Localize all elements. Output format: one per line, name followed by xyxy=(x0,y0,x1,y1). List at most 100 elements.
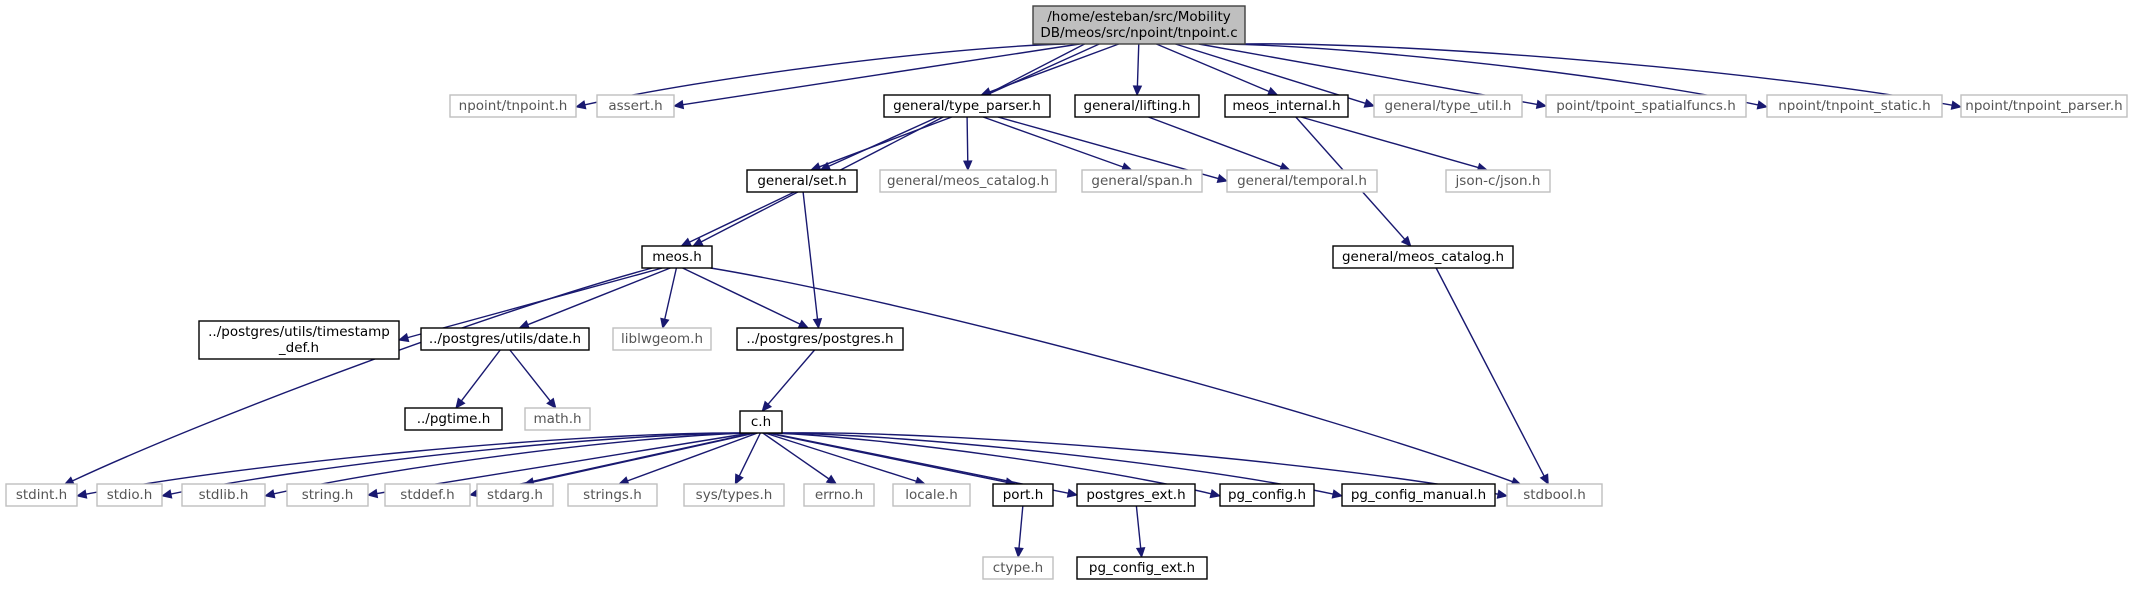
node-label: ../postgres/postgres.h xyxy=(746,331,893,347)
edge-line xyxy=(527,267,671,326)
node-box xyxy=(1960,94,2128,118)
node-box xyxy=(286,483,369,507)
arrowhead-icon xyxy=(1363,98,1376,108)
arrowhead-icon xyxy=(672,99,685,110)
node-label: c.h xyxy=(751,414,771,430)
arrowhead-icon xyxy=(366,488,379,499)
node-meos-h[interactable]: meos.h xyxy=(641,245,713,269)
node-meos-catalog-h-doc[interactable]: general/meos_catalog.h xyxy=(1332,245,1514,269)
node-label: /home/esteban/src/Mobility xyxy=(1047,9,1231,25)
node-label: assert.h xyxy=(608,98,662,114)
node-pg-config-h[interactable]: pg_config.h xyxy=(1219,483,1315,507)
node-label: general/temporal.h xyxy=(1237,173,1367,189)
node-stdlib-h: stdlib.h xyxy=(181,483,266,507)
node-pg-config-manual-h[interactable]: pg_config_manual.h xyxy=(1341,483,1496,507)
node-span-h: general/span.h xyxy=(1081,169,1203,193)
node-label: general/type_util.h xyxy=(1385,98,1512,114)
node-box xyxy=(5,483,78,507)
edge-set_h-to-meos_h xyxy=(680,191,795,247)
node-label: math.h xyxy=(533,411,581,427)
node-box xyxy=(1341,483,1496,507)
edge-line xyxy=(819,116,953,168)
edge-meos_h-to-postgres_h xyxy=(682,267,810,329)
arrowhead-icon xyxy=(1209,489,1222,499)
edge-line xyxy=(682,43,1080,106)
edge-root-to-assert_h xyxy=(672,43,1080,110)
node-box xyxy=(449,94,577,118)
node-port-h[interactable]: port.h xyxy=(992,483,1054,507)
node-root[interactable]: /home/esteban/src/MobilityDB/meos/src/np… xyxy=(1032,5,1246,45)
arrowhead-icon xyxy=(825,474,838,485)
node-box xyxy=(1332,245,1514,269)
node-label: stddef.h xyxy=(400,487,454,503)
node-pg-config-ext-h[interactable]: pg_config_ext.h xyxy=(1076,556,1208,580)
edge-c_h-to-stdarg_h xyxy=(523,432,756,487)
edge-line xyxy=(700,43,1085,243)
edge-line xyxy=(170,432,747,495)
node-type-util-h: general/type_util.h xyxy=(1373,94,1523,118)
arrowhead-icon xyxy=(574,100,587,110)
node-type-parser-h[interactable]: general/type_parser.h xyxy=(883,94,1051,118)
edge-line xyxy=(682,267,801,325)
edge-date_h-to-pgtime_h xyxy=(455,349,501,409)
node-label: meos_internal.h xyxy=(1232,98,1340,114)
arrowhead-icon xyxy=(1535,99,1548,110)
node-c-h[interactable]: c.h xyxy=(739,410,783,434)
node-postgres-ext-h[interactable]: postgres_ext.h xyxy=(1076,483,1196,507)
arrowhead-icon xyxy=(1756,100,1769,110)
node-meos-internal-h[interactable]: meos_internal.h xyxy=(1224,94,1349,118)
edge-c_h-to-pg_config_manual_h xyxy=(776,432,1344,499)
node-box xyxy=(1081,169,1203,193)
dependency-edges xyxy=(63,43,1963,559)
edge-postgres_ext_h-to-pg_config_ext_h xyxy=(1135,505,1146,559)
edge-meos_h-to-date_h xyxy=(518,267,671,329)
node-postgres-h[interactable]: ../postgres/postgres.h xyxy=(736,327,904,351)
edge-line xyxy=(779,432,1499,495)
arrowhead-icon xyxy=(660,317,670,330)
edge-meos_h-to-stdbool_h xyxy=(710,267,1523,486)
node-label: stdarg.h xyxy=(487,487,543,503)
edge-lifting_h-to-temporal_h xyxy=(1148,116,1291,172)
edge-line xyxy=(710,267,1513,483)
edge-line xyxy=(72,267,653,482)
node-box xyxy=(1224,94,1349,118)
node-label: point/tpoint_spatialfuncs.h xyxy=(1556,98,1736,114)
edge-line xyxy=(1435,267,1545,477)
node-sys-types-h: sys/types.h xyxy=(683,483,785,507)
edge-type_parser_h-to-meos_catalog_h_ext xyxy=(962,116,973,172)
node-label: npoint/tnpoint_static.h xyxy=(1778,98,1930,114)
node-temporal-h: general/temporal.h xyxy=(1226,169,1378,193)
edge-meos_catalog_h_doc-to-stdbool_h xyxy=(1435,267,1549,486)
edge-line xyxy=(407,267,663,339)
node-npoint-tnpoint-h: npoint/tnpoint.h xyxy=(449,94,577,118)
node-box xyxy=(803,483,875,507)
node-box xyxy=(892,483,971,507)
node-lifting-h[interactable]: general/lifting.h xyxy=(1074,94,1200,118)
edge-root-to-tnpoint_parser_h xyxy=(1240,43,1963,110)
node-label: ../postgres/utils/timestamp xyxy=(208,324,390,340)
arrowhead-icon xyxy=(546,397,557,409)
edge-line xyxy=(966,116,969,162)
node-date-h[interactable]: ../postgres/utils/date.h xyxy=(420,327,590,351)
node-label: general/span.h xyxy=(1091,173,1192,189)
edge-line xyxy=(982,116,1124,168)
node-stdarg-h: stdarg.h xyxy=(476,483,554,507)
node-errno-h: errno.h xyxy=(803,483,875,507)
node-pgtime-h[interactable]: ../pgtime.h xyxy=(404,407,503,431)
node-box xyxy=(992,483,1054,507)
node-label: general/lifting.h xyxy=(1084,98,1191,114)
node-box xyxy=(181,483,266,507)
node-liblwgeom-h: liblwgeom.h xyxy=(612,327,712,351)
arrowhead-icon xyxy=(761,400,773,412)
node-label: pg_config_manual.h xyxy=(1351,487,1486,503)
edge-line xyxy=(1148,116,1282,168)
node-timestamp-def-h[interactable]: ../postgres/utils/timestamp_def.h xyxy=(198,320,400,360)
node-tnpoint-parser-h: npoint/tnpoint_parser.h xyxy=(1960,94,2128,118)
node-set-h[interactable]: general/set.h xyxy=(746,169,858,193)
node-box xyxy=(982,556,1054,580)
arrowhead-icon xyxy=(734,473,744,486)
arrowhead-icon xyxy=(455,397,466,409)
arrowhead-icon xyxy=(1135,547,1146,559)
node-tpoint-spatialfuncs-h: point/tpoint_spatialfuncs.h xyxy=(1545,94,1747,118)
edge-line xyxy=(802,191,819,320)
